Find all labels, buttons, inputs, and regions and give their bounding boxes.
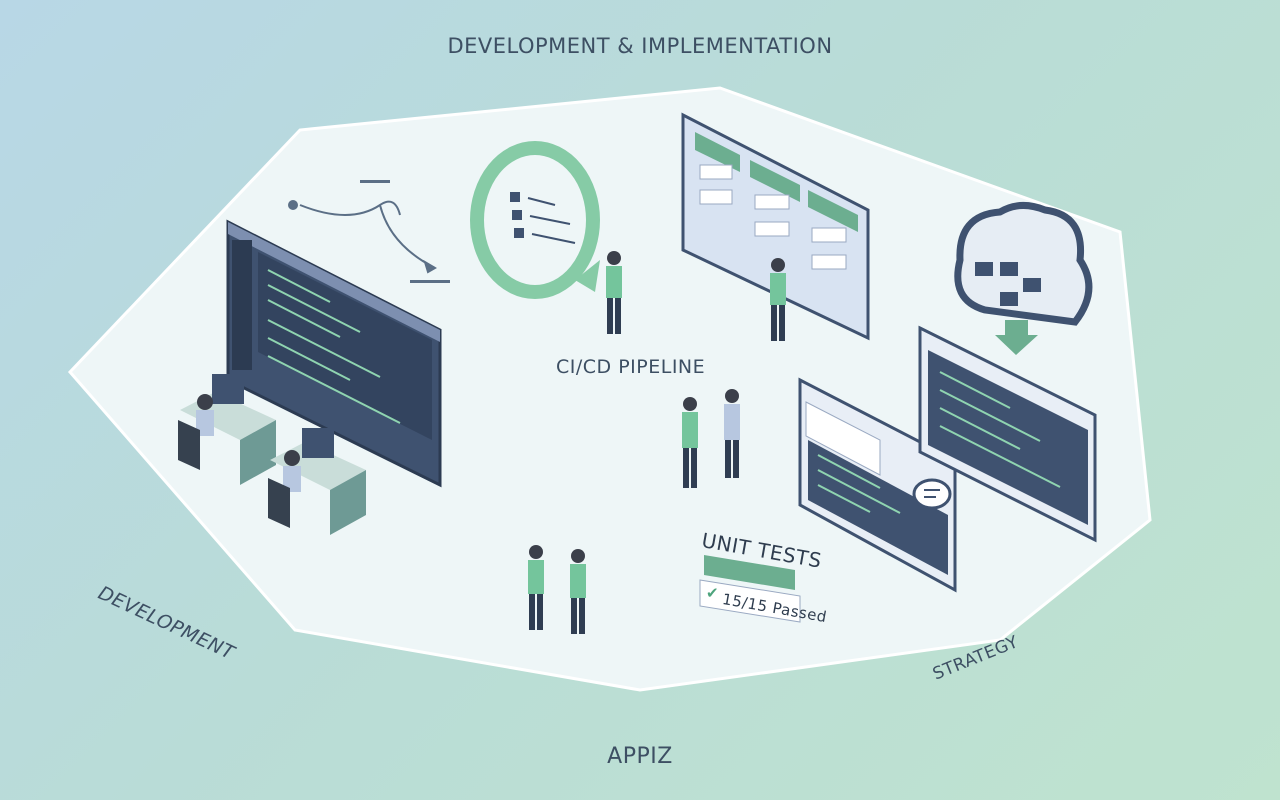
brand-name: APPIZ (607, 744, 673, 769)
collaborating-figures (528, 545, 586, 634)
engineer-figure-1 (606, 251, 622, 334)
unit-tests-panel (699, 555, 801, 623)
page-title: DEVELOPMENT & IMPLEMENTATION (447, 34, 833, 58)
cloud-deploy-icon (954, 202, 1093, 355)
developer-desk-1 (178, 374, 276, 485)
developer-desk-2 (268, 428, 366, 535)
code-editor-screen (226, 219, 442, 488)
chat-bubble-icon (912, 478, 952, 510)
cicd-pipeline-label: CI/CD PIPELINE (556, 356, 706, 378)
cycle-arrow-icon (470, 141, 600, 299)
team-discussion-figures (682, 389, 740, 488)
engineer-figure-2 (770, 258, 786, 341)
code-review-screens (798, 325, 1097, 593)
check-icon: ✔ (706, 584, 720, 602)
branch-arrows-icon (288, 180, 450, 283)
kanban-board-icon (681, 112, 870, 341)
